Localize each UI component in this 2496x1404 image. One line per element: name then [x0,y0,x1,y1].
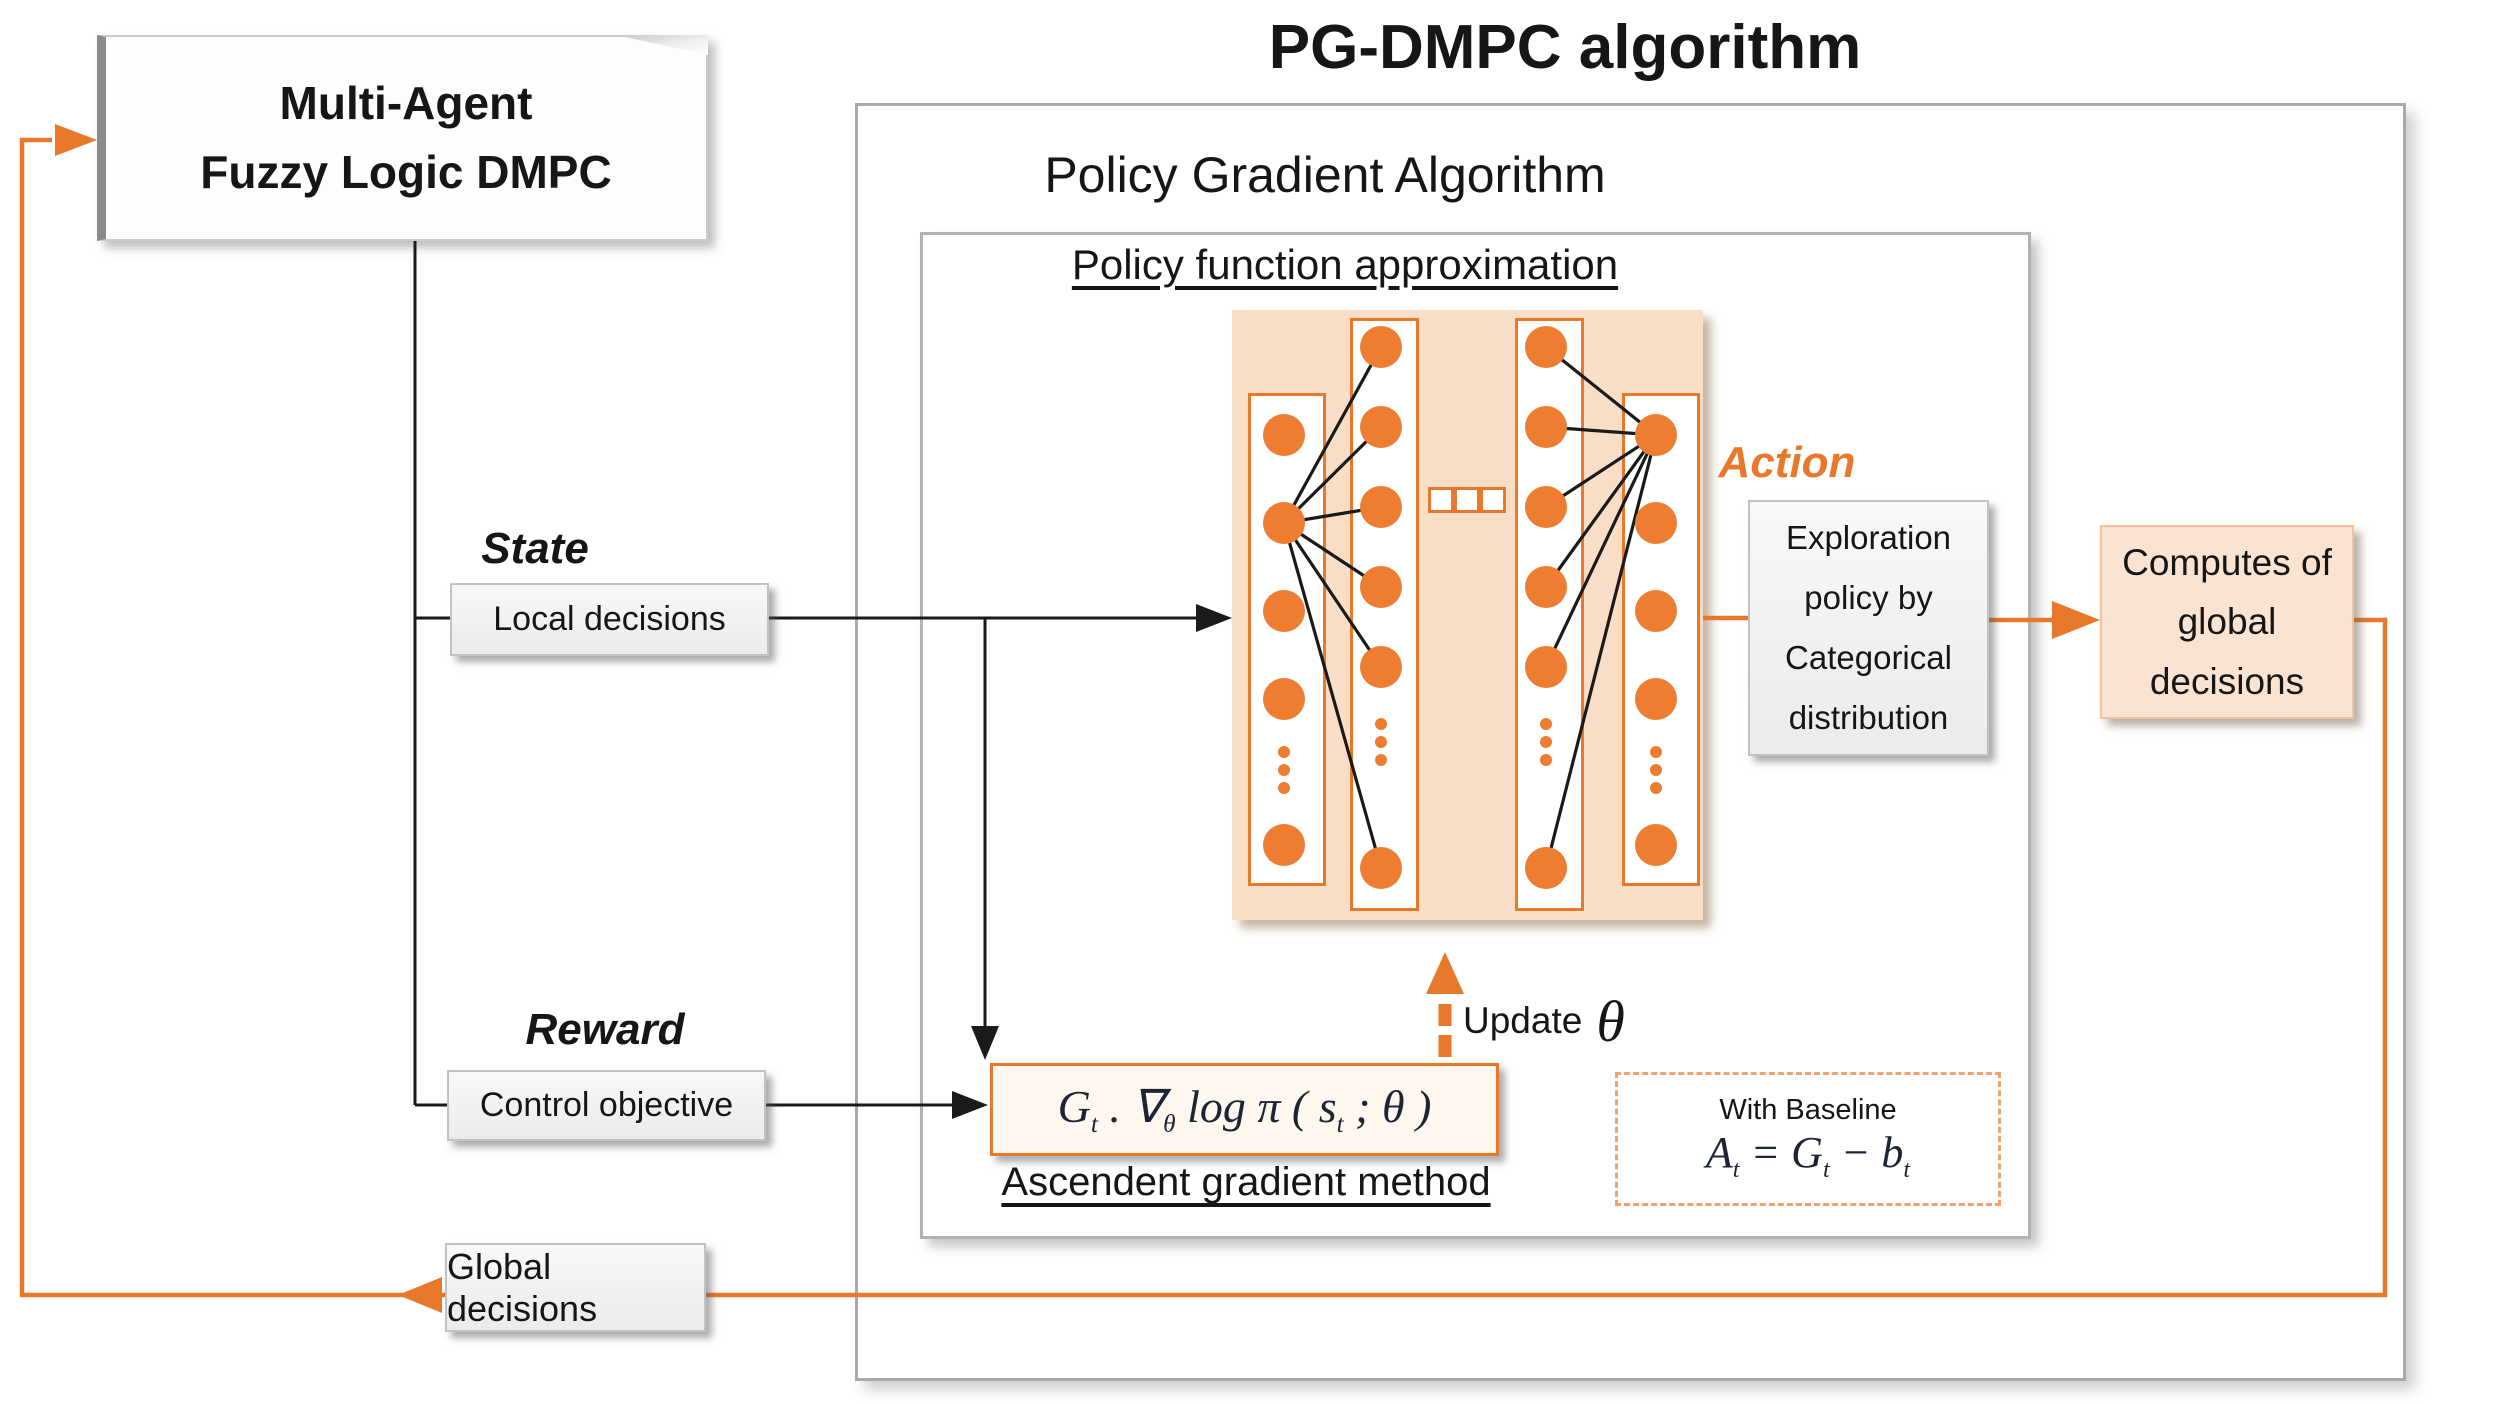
local-decisions-box: Local decisions [450,583,769,656]
multi-agent-title-line1: Multi-Agent [279,77,533,129]
with-baseline-title: With Baseline [1719,1093,1897,1126]
nn-layer-rect [1350,318,1419,911]
control-objective-label: Control objective [479,1086,734,1124]
exploration-line: policy by [1804,578,1933,616]
computes-line: decisions [2149,660,2305,702]
multi-agent-title-line2: Fuzzy Logic DMPC [200,146,612,198]
page-title: PG-DMPC algorithm [1268,13,1862,82]
nn-hidden-layer-square [1428,487,1454,513]
state-label: State [481,524,589,573]
exploration-line: distribution [1788,699,1949,737]
exploration-line: Categorical [1785,639,1952,676]
loop-to-agent-arrowhead-icon [55,124,97,156]
exploration-line: Exploration [1785,518,1952,556]
control-objective-box: Control objective [447,1070,766,1141]
nn-layer-rect [1515,318,1584,911]
global-decisions-label: Global decisions [447,1245,598,1329]
global-decisions-arrowhead-icon [398,1277,442,1313]
policy-gradient-title: Policy Gradient Algorithm [1044,147,1606,203]
computes-global-decisions-box: Computes of global decisions [2100,525,2354,719]
nn-layer-rect [1622,393,1700,886]
baseline-formula: At = Gt − bt [1705,1127,1911,1183]
gradient-formula: Gt . ∇θ log π ( st ; θ ) [1057,1081,1432,1139]
with-baseline-box: With Baseline At = Gt − bt [1615,1072,2001,1206]
update-word: Update [1463,1000,1583,1041]
nn-hidden-layer-square [1480,487,1506,513]
local-decisions-label: Local decisions [493,600,726,638]
nn-layer-rect [1248,393,1326,886]
exploration-policy-box: Exploration policy by Categorical distri… [1748,500,1989,756]
global-decisions-box: Global decisions [445,1243,706,1332]
policy-function-approx-title: Policy function approximation [1071,241,1619,288]
theta-symbol: θ [1596,989,1625,1054]
multi-agent-dmpc-box: Multi-Agent Fuzzy Logic DMPC [97,35,708,241]
folded-corner-decoration [616,35,708,55]
computes-line: Computes of [2122,542,2332,584]
reward-label: Reward [525,1005,685,1054]
action-label: Action [1718,438,1856,487]
gradient-formula-box: Gt . ∇θ log π ( st ; θ ) [990,1063,1499,1156]
update-theta-label: Update θ [1463,988,1625,1055]
ascendent-gradient-caption: Ascendent gradient method [1001,1160,1491,1204]
nn-hidden-layer-square [1454,487,1480,513]
computes-line: global [2177,601,2277,643]
